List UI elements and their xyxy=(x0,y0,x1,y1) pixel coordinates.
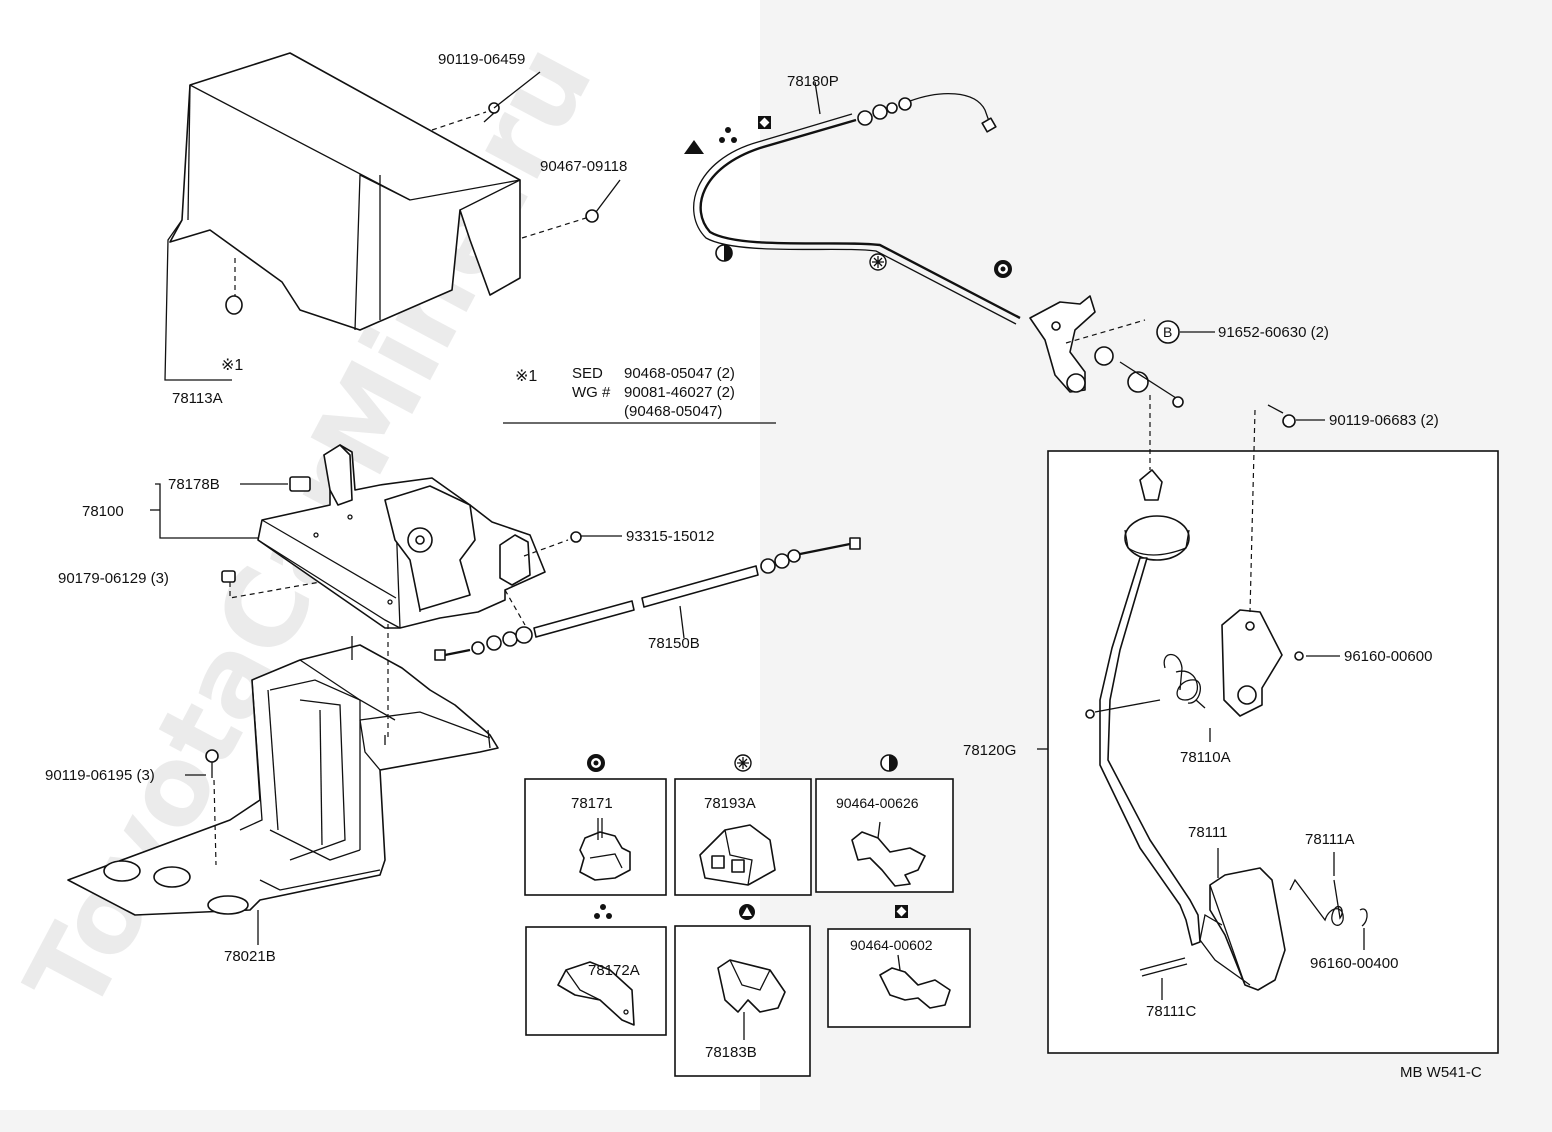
label-78180p: 78180P xyxy=(787,73,839,90)
label-78120g: 78120G xyxy=(963,742,1016,759)
clip-label-90464-00602: 90464-00602 xyxy=(850,937,933,953)
clip-box-90464-00626: 90464-00626 xyxy=(815,754,954,893)
pedal-bracket xyxy=(1221,404,1340,717)
clip-box-90464-00602: 90464-00602 xyxy=(827,905,971,1028)
clip-box-78171: 78171 xyxy=(524,754,667,896)
label-78111c: 78111C xyxy=(1146,1003,1196,1020)
cable-78180p xyxy=(693,81,1021,325)
label-96160-00400: 96160-00400 xyxy=(1310,955,1398,972)
label-93315-15012: 93315-15012 xyxy=(626,528,714,545)
spring-78110a xyxy=(1163,653,1211,742)
bracket-cable-end: B xyxy=(1029,295,1215,408)
note-block: ※1 SED 90468-05047 (2) WG # 90081-46027 … xyxy=(503,365,776,424)
label-96160-00600: 96160-00600 xyxy=(1344,648,1432,665)
clip-label-90464-00626: 90464-00626 xyxy=(836,795,919,811)
clip-box-78172a: 78172A xyxy=(525,904,667,1036)
label-91652-60630: 91652-60630 (2) xyxy=(1218,324,1329,341)
label-78100: 78100 xyxy=(82,503,124,520)
label-90119-06459: 90119-06459 xyxy=(438,51,525,68)
nut-90179-06129 xyxy=(221,570,321,599)
screw-90119-06459 xyxy=(431,71,541,131)
label-78021b: 78021B xyxy=(224,948,276,965)
note-mark: ※1 xyxy=(515,368,537,385)
label-78110a: 78110A xyxy=(1180,749,1231,766)
clip-label-78172a: 78172A xyxy=(588,962,640,979)
trefoil-mark-icon xyxy=(725,127,731,133)
bracket-78100-leader xyxy=(155,483,258,539)
diagram-code: MB W541-C xyxy=(1400,1064,1482,1081)
label-90119-06683: 90119-06683 (2) xyxy=(1329,412,1439,429)
pedal-arm xyxy=(1085,395,1201,977)
note-line2-part: 90081-46027 (2) xyxy=(624,384,735,401)
label-78111: 78111 xyxy=(1188,824,1228,841)
label-78178b: 78178B xyxy=(168,476,220,493)
label-90119-06195: 90119-06195 (3) xyxy=(45,767,155,784)
trefoil-box-icon xyxy=(600,904,606,910)
note-line3-part: (90468-05047) xyxy=(624,403,722,420)
bolt-93315-15012 xyxy=(523,531,622,557)
base-78021b xyxy=(67,636,499,916)
label-90467-09118: 90467-09118 xyxy=(540,158,627,175)
label-star1: ※1 xyxy=(221,357,243,374)
note-line1-part: 90468-05047 (2) xyxy=(624,365,735,382)
background-bottom xyxy=(0,1110,760,1132)
spring-78111a xyxy=(1289,852,1368,950)
note-line2-model: WG # xyxy=(572,384,611,401)
mark-b-letter: B xyxy=(1163,324,1172,340)
label-78113a: 78113A xyxy=(172,390,223,407)
label-78150b: 78150B xyxy=(648,635,700,652)
cable-marks xyxy=(684,116,1012,278)
clip-90467-09118 xyxy=(521,179,621,239)
triangle-mark-icon xyxy=(684,140,704,154)
label-78111a: 78111A xyxy=(1305,831,1355,848)
clip-box-78193a: 78193A xyxy=(674,754,812,896)
clip-label-78183b: 78183B xyxy=(705,1044,757,1061)
bolt-90119-06195 xyxy=(185,749,219,866)
cover-78113a xyxy=(164,52,521,381)
clip-label-78193a: 78193A xyxy=(704,795,756,812)
clip-label-78171: 78171 xyxy=(571,795,613,812)
note-line1-model: SED xyxy=(572,365,603,382)
bracket-78100 xyxy=(240,444,546,629)
cable-78150b xyxy=(434,537,861,661)
clip-box-78183b: 78183B xyxy=(674,904,811,1077)
pedal-pad-78111 xyxy=(1199,848,1286,991)
label-90179-06129: 90179-06129 (3) xyxy=(58,570,169,587)
